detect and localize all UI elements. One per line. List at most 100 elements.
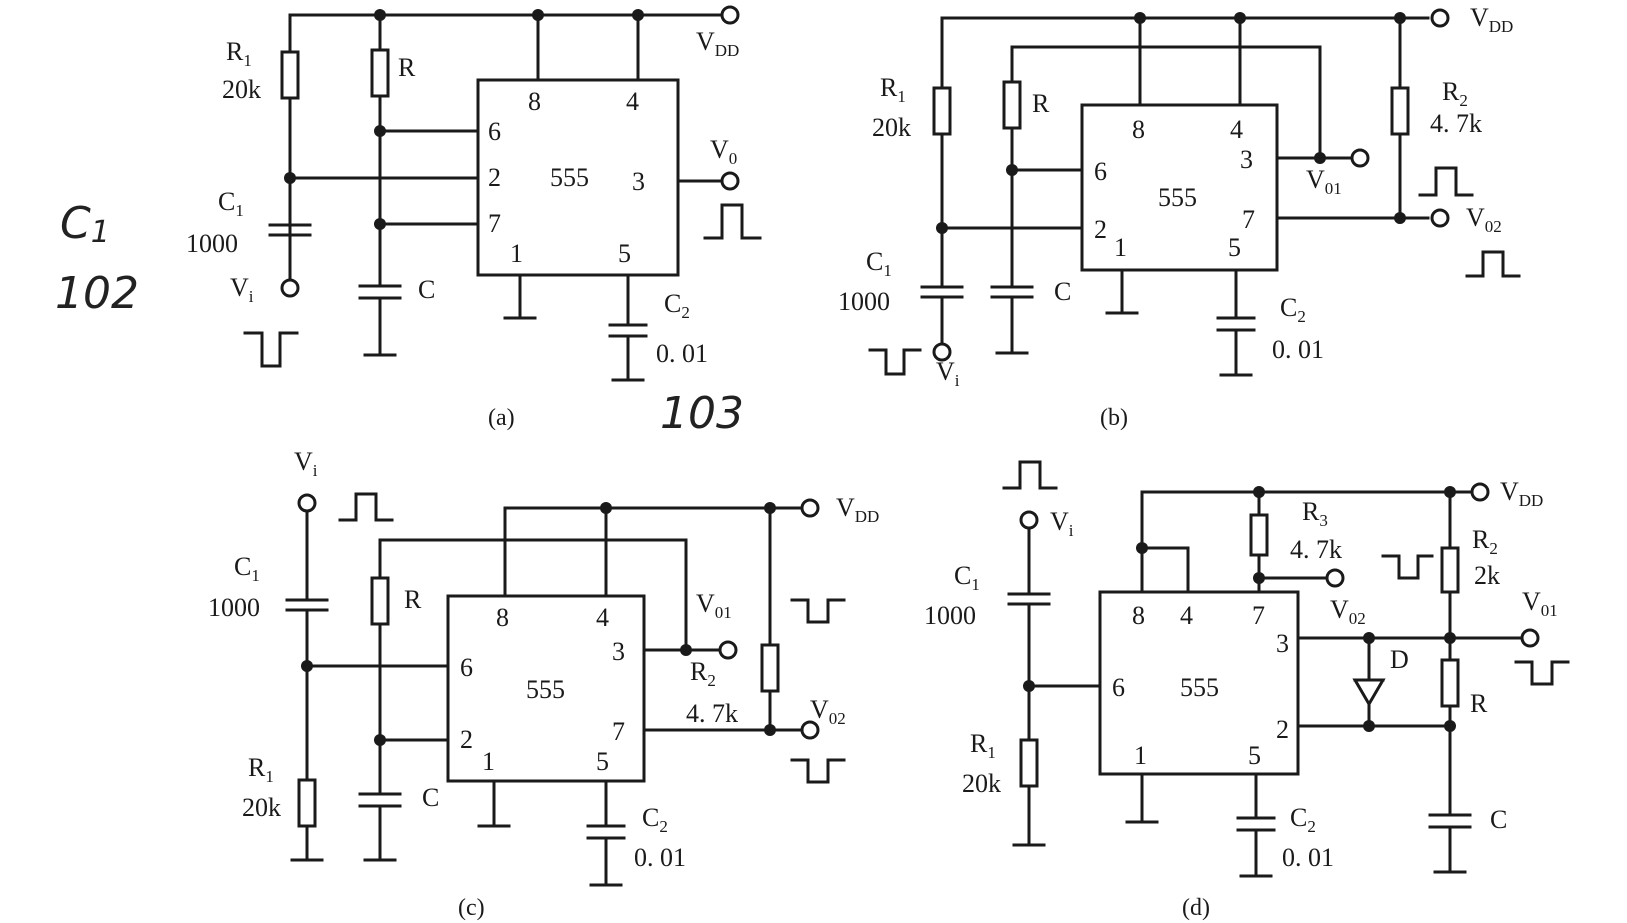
negative-pulse-icon	[1514, 660, 1570, 686]
caption-b: (b)	[1100, 405, 1128, 431]
label-vo1-b: V01	[1306, 165, 1342, 198]
caption-d: (d)	[1182, 895, 1210, 921]
label-c1-d: C1	[954, 561, 980, 594]
label-r1-d: R1	[970, 729, 996, 762]
chip-label-c: 555	[526, 675, 565, 704]
resistor-r2-c	[760, 643, 780, 693]
pin-label: 7	[1252, 601, 1265, 630]
label-c-c: C	[422, 783, 439, 812]
label-vi-a: Vi	[230, 273, 254, 306]
label-vi-d: Vi	[1050, 507, 1074, 540]
pin-label: 4	[1180, 601, 1193, 630]
negative-pulse-icon	[790, 598, 846, 624]
resistor-r1-b	[932, 86, 952, 136]
label-c1-c: C1	[234, 552, 260, 585]
handwritten-notes: C1 102 103	[55, 198, 744, 439]
label-c-a: C	[418, 275, 435, 304]
positive-pulse-icon	[338, 492, 394, 522]
vdd-terminal-c	[800, 498, 820, 518]
pin-label: 3	[612, 637, 625, 666]
vi-terminal-d	[1019, 510, 1039, 530]
resistor-r2-b	[1390, 86, 1410, 136]
pin-label: 8	[1132, 115, 1145, 144]
negative-pulse-icon	[868, 348, 922, 376]
label-r3-d: R3	[1302, 497, 1328, 530]
label-c2-b: C2	[1280, 293, 1306, 326]
vo1-terminal-b	[1350, 148, 1370, 168]
value-r1-d: 20k	[962, 769, 1001, 798]
label-r-c: R	[404, 585, 422, 614]
positive-pulse-icon	[1002, 460, 1058, 490]
resistor-r-d	[1440, 658, 1460, 708]
resistor-r1-a	[280, 50, 300, 100]
pin-label: 2	[488, 163, 501, 192]
label-r-b: R	[1032, 89, 1050, 118]
label-r-d: R	[1470, 689, 1488, 718]
pin-label: 8	[528, 87, 541, 116]
resistor-r2-d	[1440, 546, 1460, 594]
pin-label: 3	[1276, 629, 1289, 658]
negative-pulse-icon	[243, 331, 299, 368]
value-c2-b: 0. 01	[1272, 335, 1324, 364]
circuit-a: R1 20k R C1 1000 Vi C C2 0. 01 VDD V0 55…	[186, 5, 762, 431]
label-vo-a: V0	[710, 135, 737, 168]
pin-label: 6	[1094, 157, 1107, 186]
pin-label: 6	[488, 117, 501, 146]
value-c2-d: 0. 01	[1282, 843, 1334, 872]
caption-a: (a)	[488, 405, 515, 431]
pin-label: 1	[1134, 741, 1147, 770]
pin-label: 3	[632, 167, 645, 196]
pin-label: 4	[596, 603, 609, 632]
positive-pulse-icon	[1465, 250, 1521, 278]
label-vo2-d: V02	[1330, 595, 1366, 628]
pin-label: 7	[1242, 205, 1255, 234]
pin-label: 8	[1132, 601, 1145, 630]
pin-label: 8	[496, 603, 509, 632]
pin-label: 4	[626, 87, 639, 116]
value-r3-d: 4. 7k	[1290, 535, 1342, 564]
vi-terminal-c	[297, 493, 317, 513]
circuit-b: R1 20k R R2 4. 7k C1 1000 C Vi C2 0. 01 …	[838, 3, 1521, 431]
negative-pulse-icon	[790, 758, 846, 784]
value-r2-c: 4. 7k	[686, 699, 738, 728]
chip-label-a: 555	[550, 163, 589, 192]
pin-label: 1	[482, 747, 495, 776]
handwritten-c1: C1	[60, 198, 110, 250]
vdd-terminal-b	[1430, 8, 1450, 28]
diode-d	[1352, 678, 1386, 707]
label-vo1-c: V01	[696, 589, 732, 622]
label-c1-a: C1	[218, 187, 244, 220]
vo2-terminal-b	[1430, 208, 1450, 228]
pin-label: 2	[1094, 215, 1107, 244]
label-vi-b: Vi	[936, 357, 960, 390]
pin-label: 5	[1228, 233, 1241, 262]
label-r2-d: R2	[1472, 525, 1498, 558]
label-r2-c: R2	[690, 657, 716, 690]
pin-label: 1	[1114, 233, 1127, 262]
label-r2-b: R2	[1442, 77, 1468, 110]
label-c2-a: C2	[664, 289, 690, 322]
caption-c: (c)	[458, 895, 485, 921]
value-c1-a: 1000	[186, 229, 238, 258]
label-r1-a: R1	[226, 37, 252, 70]
label-r1-c: R1	[248, 753, 274, 786]
vdd-terminal-a	[720, 5, 740, 25]
value-c1-c: 1000	[208, 593, 260, 622]
label-diode-d: D	[1390, 645, 1409, 674]
label-c2-d: C2	[1290, 803, 1316, 836]
vo2-terminal-d	[1325, 568, 1345, 588]
positive-pulse-icon	[703, 203, 762, 240]
chip-label-b: 555	[1158, 183, 1197, 212]
ic-555-c	[446, 594, 646, 783]
value-c2-c: 0. 01	[634, 843, 686, 872]
pin-label: 6	[1112, 673, 1125, 702]
ic-555-b	[1080, 103, 1279, 272]
pin-label: 1	[510, 239, 523, 268]
label-vdd-c: VDD	[836, 493, 879, 526]
handwritten-103: 103	[660, 388, 744, 439]
value-r2-b: 4. 7k	[1430, 109, 1482, 138]
label-vdd-d: VDD	[1500, 477, 1543, 510]
resistor-r1-d	[1019, 738, 1039, 788]
value-r2-d: 2k	[1474, 561, 1500, 590]
